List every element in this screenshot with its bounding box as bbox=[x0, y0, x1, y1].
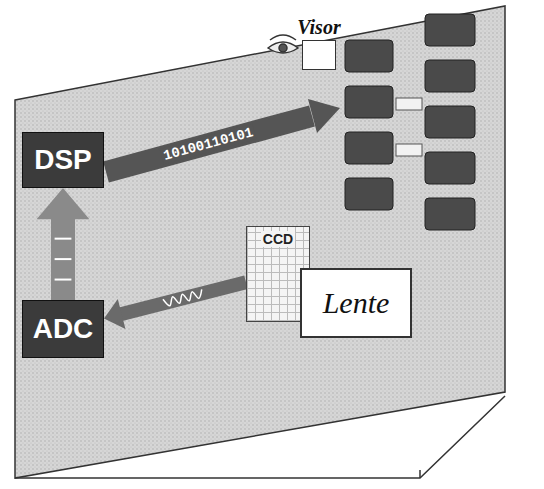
arrow-head bbox=[37, 188, 90, 219]
node-text: Lente bbox=[323, 286, 390, 320]
signal-arrow bbox=[104, 282, 246, 329]
process-box: ADC bbox=[22, 300, 104, 358]
arrow-shaft bbox=[121, 282, 246, 314]
signal-arrow bbox=[37, 188, 90, 300]
back-wall bbox=[15, 6, 505, 478]
eye-icon bbox=[268, 35, 298, 53]
memory-chips bbox=[345, 14, 475, 230]
analog-wave bbox=[163, 289, 202, 305]
node-text: DSP bbox=[34, 144, 92, 176]
arrow-head bbox=[104, 299, 125, 329]
chip-links bbox=[396, 98, 422, 156]
viewfinder-box: Visor bbox=[302, 40, 336, 70]
node-text: CCD bbox=[261, 231, 295, 247]
node-text: Visor bbox=[297, 16, 340, 39]
arrow-stripe bbox=[55, 238, 72, 240]
arrow-stripe bbox=[55, 279, 72, 281]
arrow-stripe bbox=[55, 258, 72, 260]
lens-box: Lente bbox=[300, 268, 412, 338]
floor-corner bbox=[419, 470, 421, 478]
node-text: ADC bbox=[33, 313, 94, 345]
arrow-shaft bbox=[51, 218, 75, 300]
process-box: DSP bbox=[22, 132, 104, 188]
data-arrow bbox=[106, 99, 340, 172]
floor-edge bbox=[15, 396, 505, 478]
